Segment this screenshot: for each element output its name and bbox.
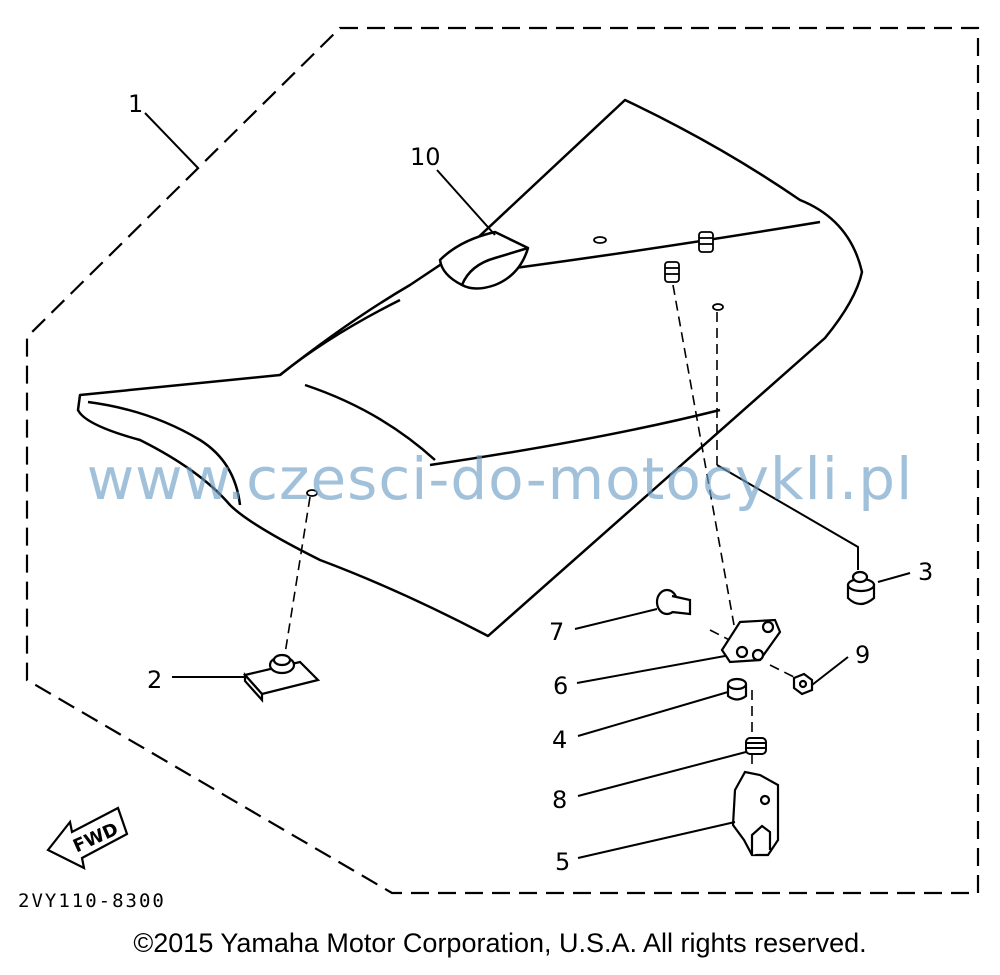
seat-assembly (76, 98, 864, 638)
seat-outline (76, 98, 864, 638)
seat-front-lip (87, 400, 242, 506)
assembly-code: 2VY110-8300 (18, 890, 166, 912)
part-2-plate (242, 653, 321, 703)
part-5-hook (731, 770, 780, 857)
seat-strap (438, 230, 530, 290)
part-8-spring (745, 737, 767, 755)
seat-stud (698, 231, 714, 253)
seat-center-seam (304, 383, 436, 461)
callout-8: 8 (552, 786, 567, 814)
leader-lines (144, 112, 911, 859)
part-4-collar (726, 677, 748, 701)
leader-part-3 (716, 464, 859, 570)
callout-4: 4 (552, 726, 567, 754)
callout-10: 10 (410, 143, 441, 171)
callout-1: 1 (128, 90, 143, 118)
copyright-notice: ©2015 Yamaha Motor Corporation, U.S.A. A… (133, 928, 867, 958)
callout-5: 5 (555, 848, 570, 876)
callout-6: 6 (553, 672, 568, 700)
seat-hole (712, 303, 724, 311)
seat-strap-fold (460, 246, 529, 286)
seat-side-line (429, 408, 721, 467)
callout-2: 2 (147, 666, 162, 694)
callout-7: 7 (549, 618, 564, 646)
part-3-damper (846, 570, 876, 606)
part-9-nut (792, 672, 814, 696)
callout-3: 3 (918, 558, 933, 586)
seat-hole (593, 236, 607, 244)
part-7-bolt (655, 588, 692, 616)
seat-rear-seam (499, 220, 821, 272)
seat-hole (306, 489, 318, 497)
seat-stud (664, 261, 680, 283)
callout-9: 9 (855, 641, 870, 669)
seat-top-ridge (279, 298, 401, 376)
assembly-boundary (25, 26, 980, 895)
part-6-bracket (720, 618, 782, 664)
fwd-arrow-icon: FWD (46, 806, 129, 870)
